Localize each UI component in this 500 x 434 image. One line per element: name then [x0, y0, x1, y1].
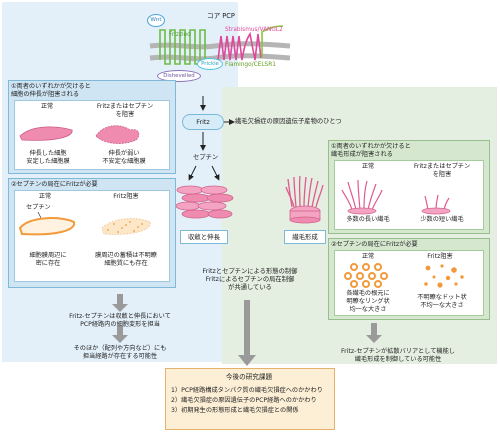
shared-line-3: が共通している: [228, 283, 272, 291]
fritz-label: Fritz: [196, 118, 210, 126]
ciliogenesis-box: 繊毛形成: [284, 230, 326, 244]
right-s1-normal-desc: 多数の長い繊毛: [346, 216, 390, 223]
left-s2-ko-desc-2: 細胞質にも存在: [104, 260, 148, 267]
right-s2-col-ko: Fritz阻害: [427, 253, 453, 260]
right-concl-line-2: 繊毛形成を制御している可能性: [354, 355, 442, 363]
left-conclusion-1: Fritz-セプチンは収斂と伸長において PCP経路内の細胞変形を担当: [10, 313, 230, 329]
ciliated-cell-illustration: [285, 175, 324, 224]
left-s2-col-ko: Fritz阻害: [113, 193, 139, 200]
left-concl2-line-1: そのほか（配列や方向など）にも: [73, 345, 167, 352]
prickle-oval: Prickle: [197, 58, 223, 70]
left-s1-normal-desc-1: 伸長した細胞: [29, 150, 67, 157]
left-s1-title-1: ①両者のいずれかが欠けると: [11, 83, 91, 90]
right-s1-col-normal: 正常: [361, 163, 375, 170]
dishevelled-label: Dishevelled: [163, 73, 195, 79]
left-s1-col-ko-1: Fritzまたはセプチン: [96, 103, 154, 110]
right-s2-ko-desc-2: 不均一な大きさ: [420, 301, 464, 309]
fritz-node: Fritz: [182, 114, 224, 130]
shared-line-2: Fritzによるセプチンの局在制御: [205, 275, 295, 283]
left-s2-normal-desc-2: 密に存在: [35, 260, 61, 267]
future-item-3: 3）初期発生の形態形成と繊毛欠損症との関係: [171, 407, 299, 414]
right-s2-inner: [334, 250, 484, 316]
left-concl1-line-1: Fritz-セプチンは収斂と伸長において: [69, 313, 171, 320]
elongated-cells-illustration: [175, 185, 234, 219]
right-concl-line-1: Fritz-セプチンが拡散バリアとして機能し: [341, 348, 455, 355]
left-conclusion-2: そのほか（配列や方向など）にも 担当経路が存在する可能性: [10, 345, 230, 361]
right-s2-normal-desc-2: 明瞭なリング状: [346, 297, 390, 305]
left-s2-title: ②セプチンの局在にFritzが必要: [11, 181, 98, 188]
future-item-2: 2）繊毛欠損症の原因遺伝子のPCP経路へのかかわり: [171, 397, 317, 404]
right-s2-septin-rings: [344, 263, 464, 288]
left-s2-col-normal: 正常: [38, 193, 52, 200]
left-s1-normal-desc-2: 安定した細胞膜: [26, 158, 70, 165]
right-s2-ko-desc-1: 不明瞭なドット状: [417, 294, 467, 301]
left-s2-normal-desc-1: 細胞膜周辺に: [29, 252, 67, 259]
left-s2-ko-desc-1: 膜周辺の蓄積は不明瞭: [95, 252, 157, 259]
strabismus-label: Strabismus/VANGL2: [225, 27, 283, 33]
wnt-label: Wnt: [150, 17, 162, 23]
convergent-extension-box: 収斂と伸長: [180, 230, 228, 244]
right-s1-title-1: ①両者のいずれかが欠けると: [331, 143, 411, 150]
left-s2-septin-label: セプチン: [26, 204, 51, 211]
future-item-1: 1）PCP経路構成タンパク質の繊毛欠損症へのかかわり: [171, 387, 323, 394]
left-concl2-line-2: 担当経路が存在する可能性: [82, 352, 158, 360]
left-s1-col-normal: 正常: [40, 103, 54, 110]
frizzled-label: Frizzled: [169, 32, 191, 38]
left-s2-inner: [14, 190, 170, 282]
left-s1-ko-desc-2: 不安定な細胞膜: [102, 158, 146, 165]
right-s2-ko-desc: 不明瞭なドット状 不均一な大きさ: [406, 294, 478, 310]
left-concl1-line-2: PCP経路内の細胞変形を担当: [80, 320, 160, 328]
right-s1-title-2: 繊毛形成が阻害される: [331, 151, 393, 158]
future-title: 今後の研究課題: [225, 373, 273, 381]
prickle-label: Prickle: [201, 61, 219, 67]
right-s1-ko-desc: 少数の短い繊毛: [420, 216, 464, 223]
shared-text: Fritzとセプチンによる形態の制御 Fritzによるセプチンの局在制御 が共通…: [175, 268, 325, 292]
future-research-box: [165, 368, 335, 430]
fritz-note: 繊毛欠損症の原因遺伝子産物のひとつ: [235, 118, 342, 125]
right-s2-normal-desc: 各繊毛の根元に 明瞭なリング状 均一な大きさ: [336, 290, 400, 313]
shared-line-1: Fritzとセプチンによる形態の制御: [202, 268, 298, 275]
septin-label: セプチン: [193, 154, 219, 161]
left-s1-col-ko-2: を阻害: [115, 111, 135, 118]
left-s2-cells: [18, 211, 151, 236]
right-s1-col-ko-1: Fritzまたはセプチン: [413, 163, 471, 170]
right-s1-col-ko-2: を阻害: [432, 171, 452, 178]
right-conclusion: Fritz-セプチンが拡散バリアとして機能し 繊毛形成を制御している可能性: [300, 348, 496, 364]
left-s1-title-2: 細胞の伸長が阻害される: [11, 91, 80, 98]
right-s1-cilia: [341, 179, 451, 215]
left-s1-cells: [19, 125, 140, 144]
right-s2-title: ②セプチンの局在にFritzが必要: [331, 241, 418, 248]
right-s2-normal-desc-1: 各繊毛の根元に: [346, 290, 390, 297]
right-s2-col-normal: 正常: [361, 253, 375, 260]
core-pcp-title: コア PCP: [207, 12, 235, 20]
left-s1-ko-desc-1: 伸長が弱い: [108, 150, 140, 157]
flamingo-label: Flamingo/CELSR1: [225, 62, 276, 68]
right-s2-normal-desc-3: 均一な大きさ: [349, 305, 387, 313]
wnt-oval: Wnt: [147, 14, 165, 27]
dishevelled-oval: Dishevelled: [157, 70, 201, 82]
